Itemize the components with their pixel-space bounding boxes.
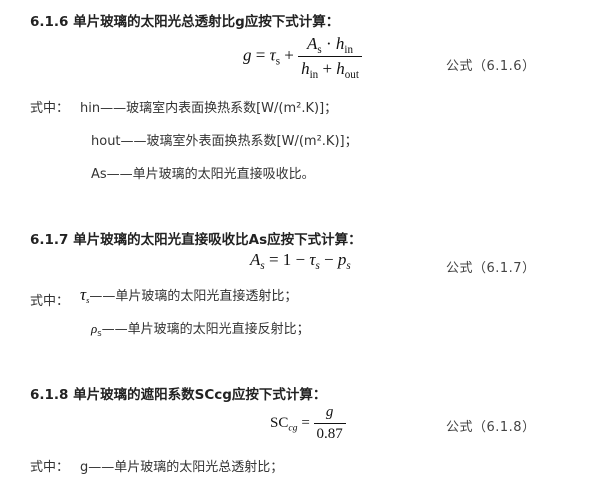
f616-numerator: As · hin: [298, 34, 362, 57]
definition-rho-s: ρs——单片玻璃的太阳光直接反射比；: [91, 318, 310, 337]
f617-tau-sub: s: [315, 259, 320, 272]
heading-6-1-7: 6.1.7 单片玻璃的太阳光直接吸收比As应按下式计算：: [30, 232, 362, 248]
where-prefix-6-1-6: 式中：: [30, 101, 70, 116]
f617-one: 1: [282, 250, 292, 269]
f618-fraction: g 0.87: [313, 404, 346, 443]
formula-label-6-1-6: 公式（6.1.6）: [446, 59, 536, 74]
f616-num-h-sub: in: [344, 43, 353, 56]
heading-6-1-8: 6.1.8 单片玻璃的遮阳系数SCcg应按下式计算：: [30, 387, 327, 403]
where-prefix-6-1-7: 式中：: [30, 294, 70, 309]
f616-eq: =: [255, 45, 266, 65]
f617-lhs-sub: s: [260, 259, 265, 272]
definition-hout: hout——玻璃室外表面换热系数[W/(m².K)]；: [91, 134, 358, 149]
f616-num-dot: ·: [325, 34, 332, 53]
rho-symbol-sub: s: [97, 327, 102, 338]
f616-den-h1: h: [301, 59, 310, 78]
formula-6-1-7: As = 1 − τs − ps: [250, 250, 351, 272]
f616-den-h2: h: [336, 59, 345, 78]
f617-p: p: [337, 250, 347, 269]
definition-tau-s: τs——单片玻璃的太阳光直接透射比；: [80, 285, 297, 305]
f617-lhs: A: [250, 250, 261, 269]
where-prefix-6-1-8: 式中：: [30, 460, 70, 475]
tau-symbol: τ: [80, 285, 87, 304]
formula-label-6-1-7: 公式（6.1.7）: [446, 261, 536, 276]
definition-g: g——单片玻璃的太阳光总透射比；: [80, 460, 284, 475]
f618-lhs: SC: [270, 414, 289, 431]
definition-as: As——单片玻璃的太阳光直接吸收比。: [91, 167, 315, 182]
f616-fraction: As · hin hin + hout: [298, 34, 362, 81]
f616-denominator: hin + hout: [298, 57, 362, 81]
f616-den-plus: +: [322, 59, 333, 78]
f616-num-a-sub: s: [317, 43, 322, 56]
f617-tau: τ: [309, 250, 316, 269]
f617-minus1: −: [295, 250, 306, 269]
definition-hin: hin——玻璃室内表面换热系数[W/(m².K)]；: [80, 101, 338, 116]
f618-eq: =: [301, 414, 310, 431]
f617-eq: =: [268, 250, 279, 269]
f616-num-h: h: [335, 34, 345, 53]
f616-num-a: A: [307, 34, 318, 53]
f617-minus2: −: [324, 250, 334, 269]
rho-definition-text: ——单片玻璃的太阳光直接反射比；: [101, 322, 310, 337]
f618-lhs-sub: cg: [288, 422, 298, 434]
f617-p-sub: s: [346, 259, 351, 272]
f618-denominator: 0.87: [316, 426, 343, 442]
formula-6-1-6: g = τs + As · hin hin + hout: [243, 34, 362, 81]
formula-6-1-8: SCcg = g 0.87: [270, 404, 346, 443]
f616-den-h1-sub: in: [309, 68, 319, 81]
heading-6-1-6: 6.1.6 单片玻璃的太阳光总透射比g应按下式计算：: [30, 14, 340, 30]
f616-plus: +: [284, 45, 294, 65]
tau-symbol-sub: s: [86, 294, 90, 305]
f616-tau-sub: s: [275, 55, 280, 68]
tau-definition-text: ——单片玻璃的太阳光直接透射比；: [89, 289, 298, 304]
f618-numerator: g: [313, 404, 346, 424]
rho-symbol: ρ: [91, 321, 98, 336]
formula-label-6-1-8: 公式（6.1.8）: [446, 420, 536, 435]
f616-tau: τ: [269, 45, 276, 65]
f616-den-h2-sub: out: [344, 68, 359, 81]
f616-lhs: g: [243, 45, 252, 65]
